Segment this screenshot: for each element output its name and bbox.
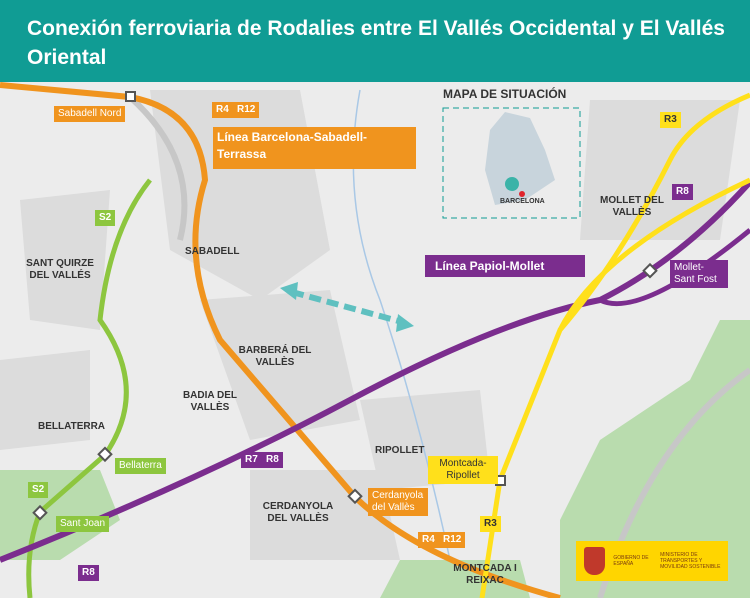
- town-ripollet: RIPOLLET: [375, 445, 425, 456]
- connection-arrow: [291, 289, 403, 325]
- rail-gray: [127, 94, 188, 241]
- station-montcada-ripollet: Montcada-Ripollet: [428, 456, 498, 484]
- route-r4: R4: [212, 102, 233, 118]
- station-bellaterra: Bellaterra: [115, 458, 166, 474]
- town-cerdanyola: CERDANYOLA DEL VALLÈS: [262, 501, 334, 524]
- route-s2-bottom: S2: [28, 482, 49, 498]
- town-sant-quirze: SANT QUIRZE DEL VALLÉS: [26, 258, 94, 281]
- line-r8: [0, 179, 750, 563]
- route-r8-mid: R8: [262, 452, 283, 468]
- label-line-bst: Línea Barcelona-Sabadell-Terrassa: [213, 127, 416, 169]
- government-logo: GOBIERNO DE ESPAÑA MINISTERIO DE TRANSPO…: [576, 541, 728, 581]
- town-badia: BADIA DEL VALLÈS: [182, 390, 238, 413]
- logo-gov: GOBIERNO DE ESPAÑA: [613, 555, 649, 567]
- coat-of-arms-icon: [584, 547, 606, 575]
- station-cerdanyola: Cerdanyola del Vallès: [368, 488, 428, 516]
- route-s2: S2: [95, 210, 116, 226]
- town-sabadell: SABADELL: [185, 246, 240, 257]
- inset-frame: [442, 107, 581, 219]
- route-r4-bottom: R4: [418, 532, 439, 548]
- town-bellaterra: BELLATERRA: [38, 421, 106, 432]
- route-r12-bottom: R12: [439, 532, 466, 548]
- town-mollet: MOLLET DEL VALLÈS: [600, 195, 664, 218]
- station-sabadell-nord: Sabadell Nord: [54, 106, 126, 122]
- inset-city: BARCELONA: [500, 198, 545, 205]
- inset-title: MAPA DE SITUACIÓN: [443, 87, 567, 101]
- route-r12: R12: [233, 102, 260, 118]
- logo-ministry: MINISTERIO DE TRANSPORTES Y MOVILIDAD SO…: [660, 552, 721, 570]
- label-line-pm: Línea Papiol-Mollet: [425, 255, 585, 277]
- station-markers: [32, 91, 658, 521]
- station-sant-joan: Sant Joan: [56, 516, 110, 532]
- line-r3: [479, 92, 750, 598]
- station-mollet-sant-fost: Mollet-Sant Fost: [670, 260, 728, 288]
- catalonia-shape: [485, 112, 555, 205]
- town-montcada: MONTCADA I REIXAC: [453, 563, 517, 586]
- line-s2: [26, 178, 152, 598]
- route-r3-top: R3: [660, 112, 681, 128]
- route-r7: R7: [241, 452, 262, 468]
- line-r4-r12: [0, 82, 561, 598]
- header: Conexión ferroviaria de Rodalies entre E…: [0, 0, 750, 82]
- route-r8-top: R8: [672, 184, 693, 200]
- route-r8-bottom: R8: [78, 565, 99, 581]
- town-barbera: BARBERÁ DEL VALLÈS: [238, 345, 312, 368]
- route-r3-bottom: R3: [480, 516, 501, 532]
- page-title: Conexión ferroviaria de Rodalies entre E…: [27, 17, 725, 69]
